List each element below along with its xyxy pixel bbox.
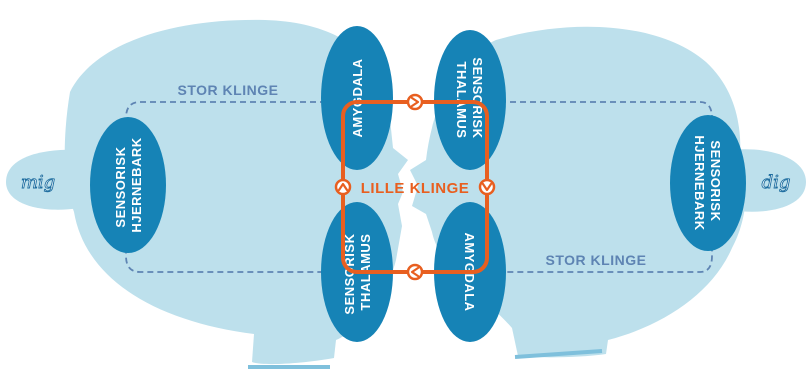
left-sensory-cortex-node: SENSORISK HJERNEBARK	[90, 117, 166, 253]
right-sensory-cortex-shape	[670, 115, 746, 251]
left-sensory-cortex-shape	[90, 117, 166, 253]
large-loop-label-left: STOR KLINGE	[178, 82, 279, 98]
left-amygdala-label: AMYGDALA	[350, 58, 365, 137]
arrow-top-right-icon	[408, 95, 422, 109]
left-sensory-cortex-label: SENSORISK HJERNEBARK	[113, 137, 144, 232]
left-person-label: mig	[21, 172, 55, 193]
arrow-right-down-icon	[480, 180, 494, 194]
arrow-bottom-left-icon	[408, 265, 422, 279]
right-sensory-cortex-node: SENSORISK HJERNEBARK	[670, 115, 746, 251]
right-person-label-group: dig	[762, 172, 791, 193]
right-sensory-cortex-label: SENSORISK HJERNEBARK	[692, 135, 723, 230]
small-loop-label: LILLE KLINGE	[361, 180, 470, 197]
left-amygdala-node: AMYGDALA	[321, 26, 393, 170]
right-person-label: dig	[762, 172, 791, 193]
arrow-left-up-icon	[336, 180, 350, 194]
large-loop-label-right: STOR KLINGE	[546, 252, 647, 268]
left-person-label-group: mig	[21, 172, 55, 193]
